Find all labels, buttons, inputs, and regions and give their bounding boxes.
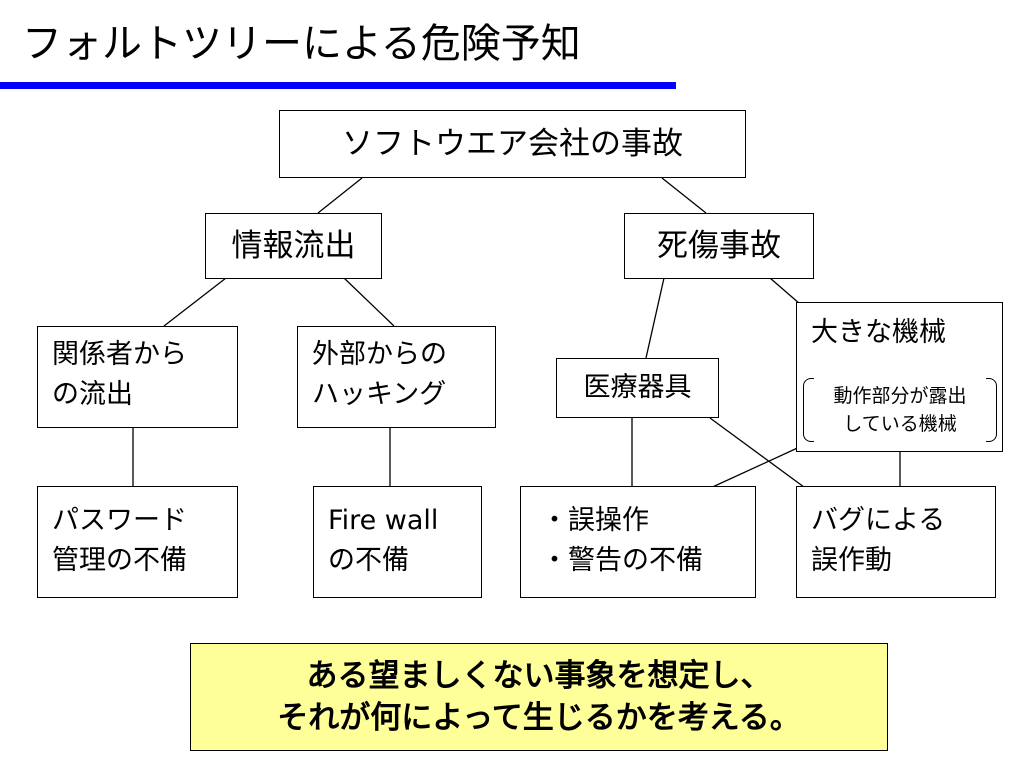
node-hacking: 外部からの ハッキング — [297, 326, 496, 428]
node-insider-leak: 関係者から の流出 — [37, 326, 238, 428]
node-misoperation: ・誤操作 ・警告の不備 — [520, 486, 756, 598]
connector-info-leak-hacking — [343, 277, 395, 327]
title-underline — [0, 82, 676, 89]
node-fatal-accident: 死傷事故 — [624, 213, 814, 279]
node-bug-malfunction: バグによる 誤作動 — [796, 486, 996, 598]
node-medical-device: 医療器具 — [556, 358, 719, 418]
node-password-management: パスワード 管理の不備 — [37, 486, 238, 598]
node-firewall: Fire wall の不備 — [313, 486, 482, 598]
connector-medical-bug — [709, 417, 809, 491]
connector-fatal-medical — [645, 277, 665, 359]
slide-title: フォルトツリーによる危険予知 — [22, 21, 581, 67]
note-bracket-right — [986, 378, 997, 442]
connector-machine-misoperation — [705, 444, 805, 491]
connector-root-info-leak — [317, 177, 363, 214]
node-information-leak: 情報流出 — [205, 213, 382, 279]
connector-root-fatal-accident — [661, 177, 707, 214]
large-machine-note: 動作部分が露出 している機械 — [803, 376, 997, 444]
connector-info-leak-insider — [163, 277, 227, 327]
node-software-company-accident: ソフトウエア会社の事故 — [279, 110, 746, 178]
node-large-machine: 大きな機械 — [796, 302, 1003, 452]
connector-fatal-machine — [769, 277, 801, 305]
note-bracket-left — [803, 378, 814, 442]
summary-callout: ある望ましくない事象を想定し、 それが何によって生じるかを考える。 — [190, 643, 888, 751]
